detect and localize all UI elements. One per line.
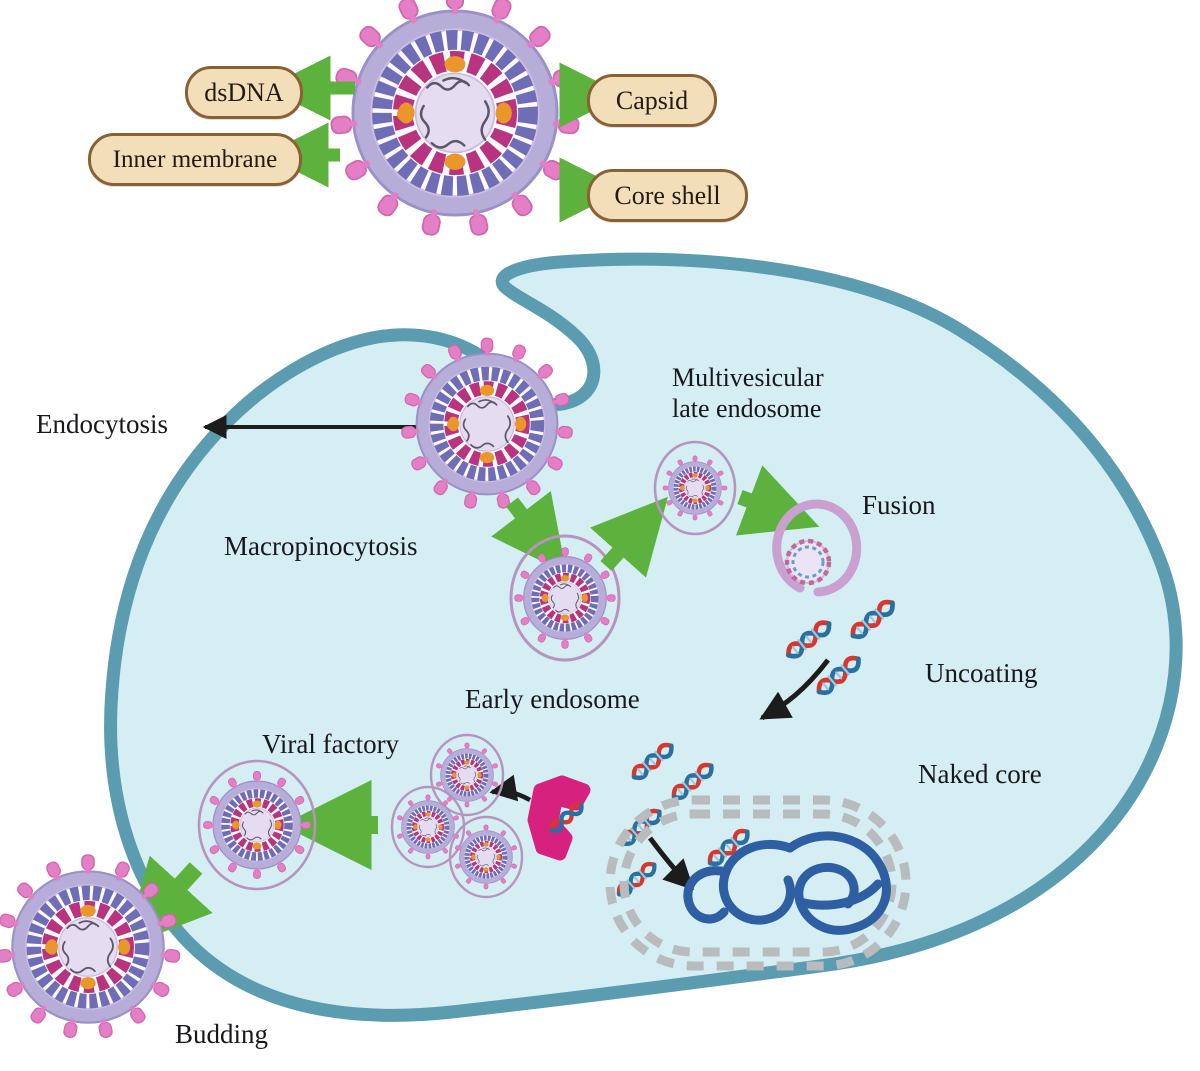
label-fusion-text: Fusion bbox=[862, 490, 936, 520]
arrow-to-early-endosome bbox=[491, 491, 567, 574]
label-naked-core: Naked core bbox=[918, 759, 1042, 790]
label-mve-line1: Multivesicular bbox=[672, 363, 824, 392]
label-macropinocytosis-text: Macropinocytosis bbox=[224, 531, 418, 561]
label-macropinocytosis: Macropinocytosis bbox=[224, 531, 417, 562]
early-endosome bbox=[509, 534, 621, 662]
enzyme-to-assembly-arrow bbox=[489, 774, 532, 802]
naked-core-compartment bbox=[605, 795, 911, 971]
multivesicular-late-endosome bbox=[653, 440, 737, 536]
label-viral-factory-text: Viral factory bbox=[262, 729, 400, 759]
label-naked-core-text: Naked core bbox=[918, 759, 1042, 789]
callout-arrows bbox=[263, 55, 625, 223]
callout-dsdna[interactable]: dsDNA bbox=[185, 66, 303, 119]
label-endocytosis: Endocytosis bbox=[36, 409, 168, 440]
label-early-endosome: Early endosome bbox=[465, 684, 640, 715]
label-uncoating: Uncoating bbox=[925, 658, 1037, 689]
budding-arrow bbox=[123, 855, 213, 948]
label-endocytosis-text: Endocytosis bbox=[36, 409, 168, 439]
virion-top bbox=[329, 0, 581, 237]
uncoating-arrow bbox=[759, 658, 830, 721]
viral-factory-vesicles bbox=[390, 733, 524, 899]
callout-capsid[interactable]: Capsid bbox=[587, 74, 717, 127]
label-multivesicular-late-endosome: Multivesicular late endosome bbox=[672, 363, 892, 424]
label-uncoating-text: Uncoating bbox=[925, 658, 1038, 688]
naked-core-genome bbox=[683, 831, 891, 935]
label-early-endosome-text: Early endosome bbox=[465, 684, 640, 714]
label-mve-line2: late endosome bbox=[672, 393, 822, 423]
arrow-to-fusion bbox=[735, 465, 820, 536]
callout-core-shell[interactable]: Core shell bbox=[587, 169, 748, 222]
label-fusion: Fusion bbox=[862, 490, 936, 521]
callout-capsid-label: Capsid bbox=[615, 85, 689, 115]
callout-inner-membrane-label: Inner membrane bbox=[112, 145, 278, 173]
mature-virion-vesicle bbox=[197, 759, 317, 891]
label-budding-text: Budding bbox=[175, 1019, 269, 1049]
arrow-to-late-endosome bbox=[590, 496, 669, 578]
callout-dsdna-label: dsDNA bbox=[204, 77, 284, 107]
label-budding: Budding bbox=[175, 1019, 268, 1050]
callout-core-shell-label: Core shell bbox=[614, 180, 721, 210]
fusion-vesicle bbox=[772, 499, 862, 597]
replication-enzyme bbox=[527, 775, 591, 861]
host-cell bbox=[104, 252, 1183, 1022]
callout-inner-membrane[interactable]: Inner membrane bbox=[88, 133, 302, 186]
label-viral-factory: Viral factory bbox=[262, 729, 399, 760]
